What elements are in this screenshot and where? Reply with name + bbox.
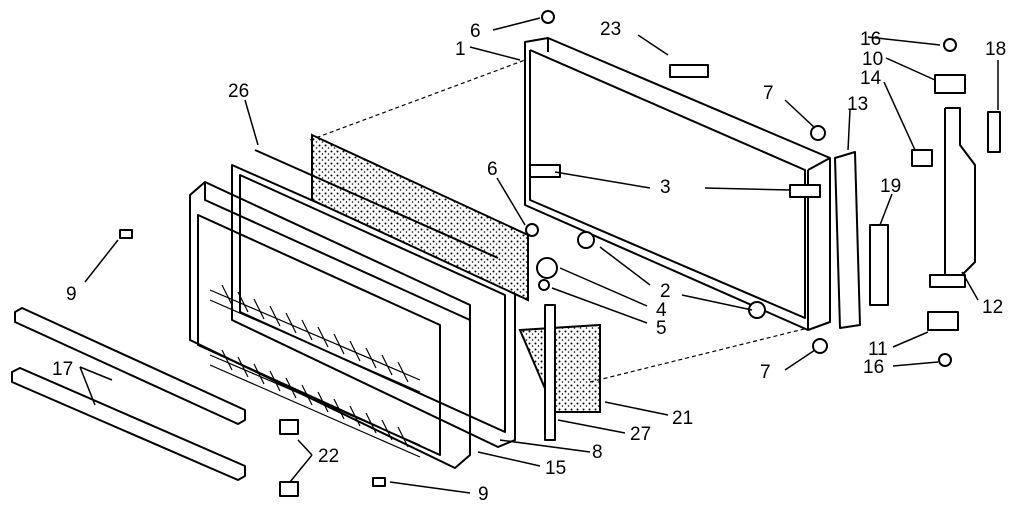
callout-17: 17: [52, 359, 73, 380]
hinge-parts: [911, 74, 1001, 331]
callout-1: 1: [455, 39, 466, 60]
callout-6-mid: 6: [487, 159, 498, 180]
leader-lines: [79, 17, 999, 494]
callout-10: 10: [862, 49, 883, 70]
callout-9-left: 9: [66, 284, 77, 305]
callout-5: 5: [656, 318, 667, 339]
breaker-strip: [254, 149, 499, 259]
callout-18: 18: [985, 39, 1006, 60]
hinge-cover: [834, 151, 861, 329]
callout-6-top: 6: [470, 21, 481, 42]
outer-door-panel: [524, 37, 831, 331]
callout-9-bottom: 9: [478, 484, 489, 505]
callout-3: 3: [660, 177, 671, 198]
callout-11: 11: [868, 339, 888, 360]
hardware: [119, 10, 957, 487]
callout-21: 21: [672, 408, 693, 429]
callout-7-bottom: 7: [760, 362, 771, 383]
callout-labels: 6 1 23 16 10 18 14 26 7 13 6 3 19 9 2 4 …: [52, 19, 1006, 505]
callout-2: 2: [660, 281, 671, 302]
callout-23: 23: [600, 19, 621, 40]
callout-19: 19: [880, 176, 901, 197]
callout-14: 14: [860, 68, 882, 89]
door-handle: [929, 107, 976, 288]
callout-27: 27: [630, 424, 651, 445]
callout-4: 4: [656, 300, 667, 321]
door-liner: [189, 181, 471, 469]
callout-16-top: 16: [860, 29, 881, 50]
trim-strips: [11, 307, 299, 497]
callout-13: 13: [847, 94, 868, 115]
shim: [869, 224, 889, 306]
rating-label: [669, 64, 709, 78]
callout-12: 12: [982, 297, 1003, 318]
callout-26: 26: [228, 81, 249, 102]
callout-15: 15: [545, 458, 566, 479]
callout-8: 8: [592, 442, 603, 463]
callout-16-bottom: 16: [863, 357, 884, 378]
foam-insulation: [311, 133, 601, 413]
callout-7-top: 7: [763, 83, 774, 104]
door-stop: [544, 304, 556, 441]
callout-22: 22: [318, 446, 339, 467]
